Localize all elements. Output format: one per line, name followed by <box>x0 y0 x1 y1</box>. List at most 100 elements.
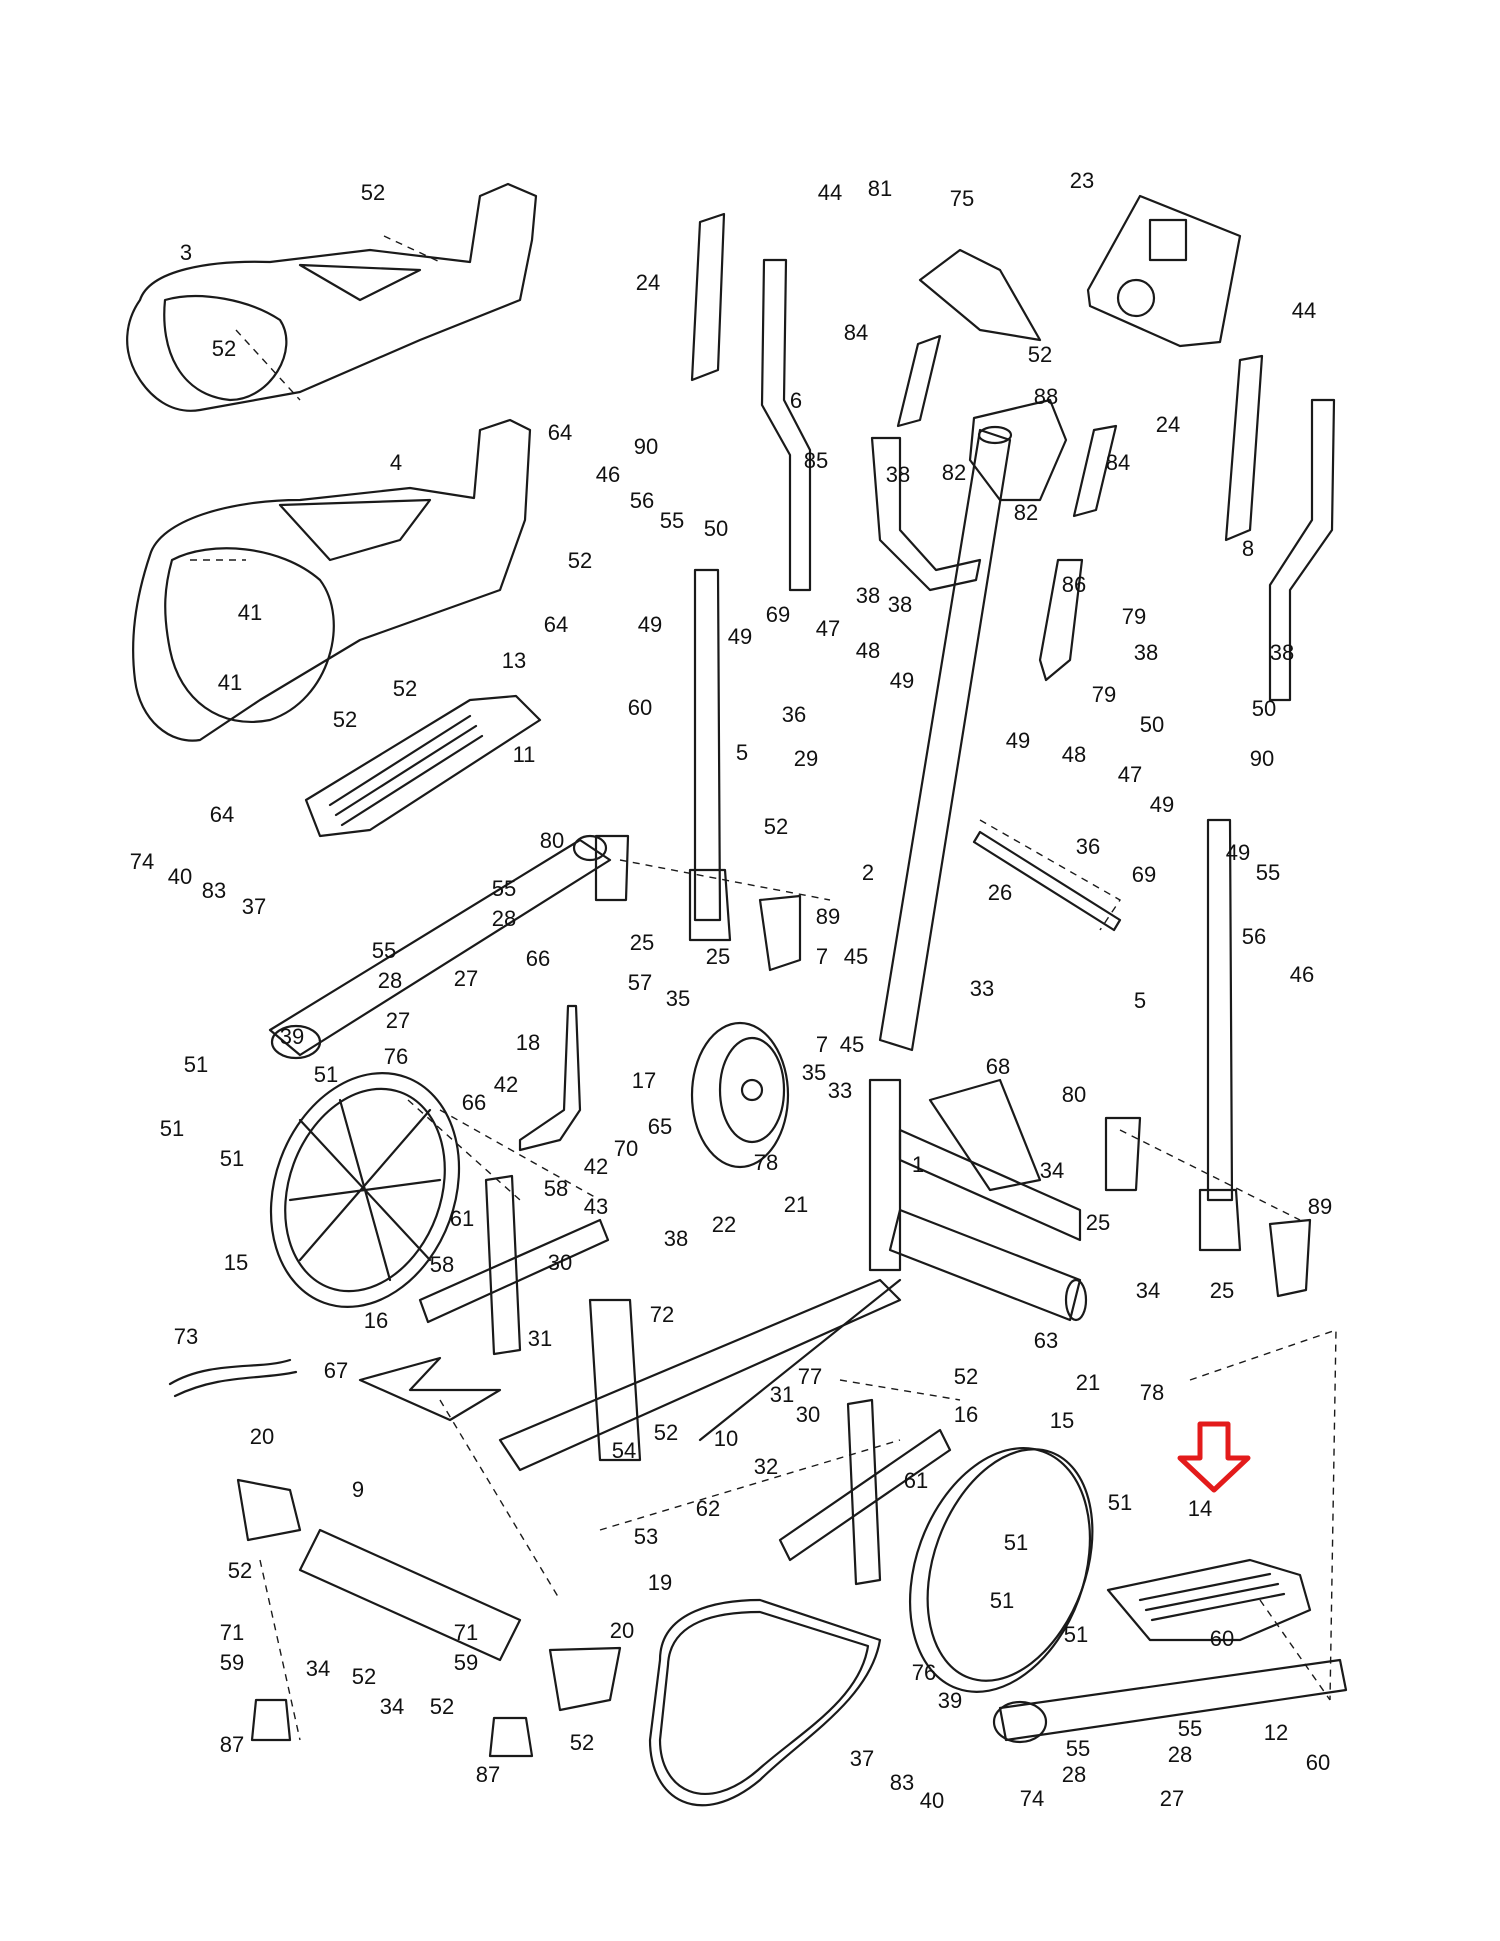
part-number-label: 52 <box>654 1420 678 1445</box>
part-number-label: 50 <box>1252 696 1276 721</box>
part-number-label: 3 <box>180 240 192 265</box>
endcap-part-20-left <box>236 1478 302 1542</box>
part-number-label: 41 <box>218 670 242 695</box>
part-number-label: 34 <box>1136 1278 1160 1303</box>
part-number-label: 80 <box>1062 1082 1086 1107</box>
part-number-label: 31 <box>770 1382 794 1407</box>
part-number-label: 48 <box>856 638 880 663</box>
part-number-label: 25 <box>1086 1210 1110 1235</box>
part-number-label: 87 <box>220 1732 244 1757</box>
part-number-label: 80 <box>540 828 564 853</box>
part-number-label: 58 <box>430 1252 454 1277</box>
handlebar-part-86 <box>1038 558 1084 682</box>
part-number-label: 55 <box>1066 1736 1090 1761</box>
part-number-label: 65 <box>648 1114 672 1139</box>
part-number-label: 25 <box>630 930 654 955</box>
part-number-label: 75 <box>950 186 974 211</box>
pedal-part-13 <box>304 694 542 838</box>
part-number-label: 52 <box>954 1364 978 1389</box>
part-number-label: 56 <box>630 488 654 513</box>
pulley-part-17 <box>690 1021 790 1169</box>
part-number-label: 46 <box>596 462 620 487</box>
part-number-label: 52 <box>568 548 592 573</box>
part-number-label: 38 <box>888 592 912 617</box>
part-number-label: 48 <box>1062 742 1086 767</box>
part-number-label: 40 <box>920 1788 944 1813</box>
part-number-label: 49 <box>1150 792 1174 817</box>
part-number-label: 20 <box>610 1618 634 1643</box>
part-number-label: 59 <box>454 1650 478 1675</box>
part-number-label: 49 <box>1006 728 1030 753</box>
part-number-label: 55 <box>1256 860 1280 885</box>
part-number-label: 27 <box>1160 1786 1184 1811</box>
part-number-label: 58 <box>544 1176 568 1201</box>
cover-part-80-right <box>1104 1116 1142 1192</box>
part-number-label: 53 <box>634 1524 658 1549</box>
shroud-part-4 <box>132 418 532 742</box>
part-number-label: 16 <box>364 1308 388 1333</box>
shroud-part-3 <box>126 182 538 412</box>
part-number-label: 64 <box>210 802 234 827</box>
part-number-label: 49 <box>890 668 914 693</box>
part-number-label: 43 <box>584 1194 608 1219</box>
part-number-label: 14 <box>1188 1496 1212 1521</box>
part-number-label: 25 <box>1210 1278 1234 1303</box>
holder-part-88 <box>968 398 1068 502</box>
frame-part-1 <box>498 1078 1082 1472</box>
part-number-label: 77 <box>798 1364 822 1389</box>
part-number-label: 55 <box>372 938 396 963</box>
part-number-label: 74 <box>130 849 154 874</box>
part-number-label: 64 <box>544 612 568 637</box>
part-number-label: 39 <box>280 1024 304 1049</box>
part-number-label: 15 <box>224 1250 248 1275</box>
part-number-label: 46 <box>1290 962 1314 987</box>
part-number-label: 52 <box>430 1694 454 1719</box>
lower-arm-part-5-right <box>1198 818 1242 1252</box>
part-number-label: 28 <box>492 906 516 931</box>
part-number-label: 44 <box>1292 298 1316 323</box>
part-number-label: 76 <box>912 1660 936 1685</box>
part-number-label: 67 <box>324 1358 348 1383</box>
part-number-label: 21 <box>784 1192 808 1217</box>
part-number-label: 51 <box>1004 1530 1028 1555</box>
part-number-label: 79 <box>1092 682 1116 707</box>
part-number-label: 42 <box>494 1072 518 1097</box>
part-number-label: 72 <box>650 1302 674 1327</box>
part-number-label: 33 <box>828 1078 852 1103</box>
part-number-label: 31 <box>528 1326 552 1351</box>
sensor-part-84-right <box>1072 424 1118 518</box>
part-number-label: 35 <box>666 986 690 1011</box>
part-number-label: 66 <box>462 1090 486 1115</box>
part-number-label: 70 <box>614 1136 638 1161</box>
part-number-label: 37 <box>850 1746 874 1771</box>
part-number-label: 71 <box>220 1620 244 1645</box>
pedal-arm-part-11 <box>268 834 612 1060</box>
part-number-label: 52 <box>228 1558 252 1583</box>
part-number-label: 19 <box>648 1570 672 1595</box>
part-number-label: 22 <box>712 1212 736 1237</box>
part-number-label: 66 <box>526 946 550 971</box>
grip-part-24-left <box>690 212 726 382</box>
part-number-label: 74 <box>1020 1786 1044 1811</box>
part-number-label: 27 <box>454 966 478 991</box>
part-number-label: 51 <box>160 1116 184 1141</box>
part-number-label: 73 <box>174 1324 198 1349</box>
part-number-label: 5 <box>1134 988 1146 1013</box>
part-number-label: 51 <box>1108 1490 1132 1515</box>
console-part-23 <box>1086 194 1242 348</box>
part-number-label: 26 <box>988 880 1012 905</box>
part-number-label: 89 <box>1308 1194 1332 1219</box>
part-number-label: 79 <box>1122 604 1146 629</box>
part-number-label: 1 <box>912 1152 924 1177</box>
part-number-label: 41 <box>238 600 262 625</box>
part-number-label: 83 <box>202 878 226 903</box>
tube-part-63 <box>888 1208 1088 1322</box>
part-number-label: 28 <box>1168 1742 1192 1767</box>
handlebar-part-85 <box>870 436 982 592</box>
part-number-label: 52 <box>352 1664 376 1689</box>
axle-part-26 <box>972 830 1122 932</box>
part-number-label: 47 <box>816 616 840 641</box>
part-number-label: 78 <box>1140 1380 1164 1405</box>
part-number-label: 24 <box>636 270 660 295</box>
